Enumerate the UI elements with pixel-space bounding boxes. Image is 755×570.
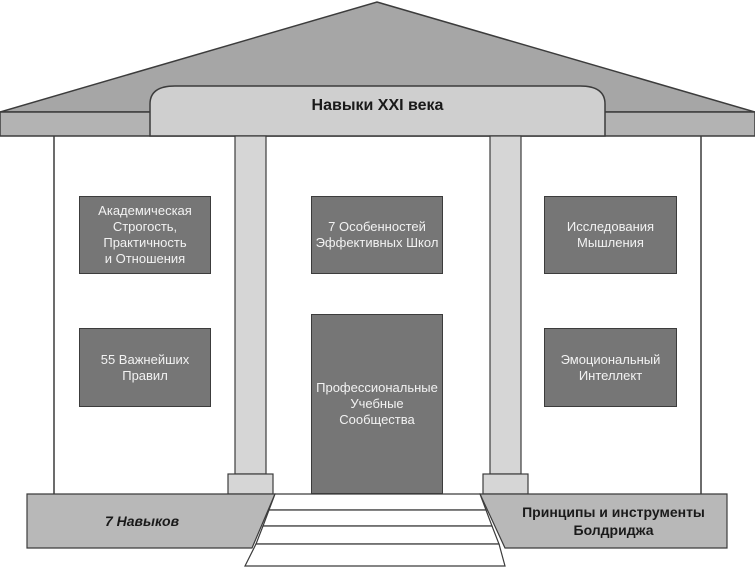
foundation-right-label: Принципы и инструменты Болдриджа <box>522 504 705 538</box>
roof-title: Навыки XXI века <box>311 97 444 114</box>
box-55-rules: 55 Важнейших Правил <box>79 328 211 407</box>
pillar-left-base <box>227 473 274 495</box>
pillar-right <box>489 135 522 475</box>
step-1 <box>268 493 487 511</box>
step-2 <box>262 509 493 527</box>
box-thinking-research: Исследования Мышления <box>544 196 677 274</box>
door-learning-communities: Профессиональные Учебные Сообщества <box>311 314 443 494</box>
step-4 <box>244 543 506 567</box>
foundation-right <box>479 493 728 549</box>
foundation-left <box>26 493 276 549</box>
box-effective-schools: 7 Особенностей Эффективных Школ <box>311 196 443 274</box>
box-academic-rigor: Академическая Строгость, Практичность и … <box>79 196 211 274</box>
foundation-left-label: 7 Навыков <box>104 513 180 529</box>
pillar-right-base <box>482 473 529 495</box>
box-emotional-intelligence: Эмоциональный Интеллект <box>544 328 677 407</box>
title-banner <box>149 85 606 137</box>
pillar-left <box>234 135 267 475</box>
step-3 <box>255 525 500 545</box>
